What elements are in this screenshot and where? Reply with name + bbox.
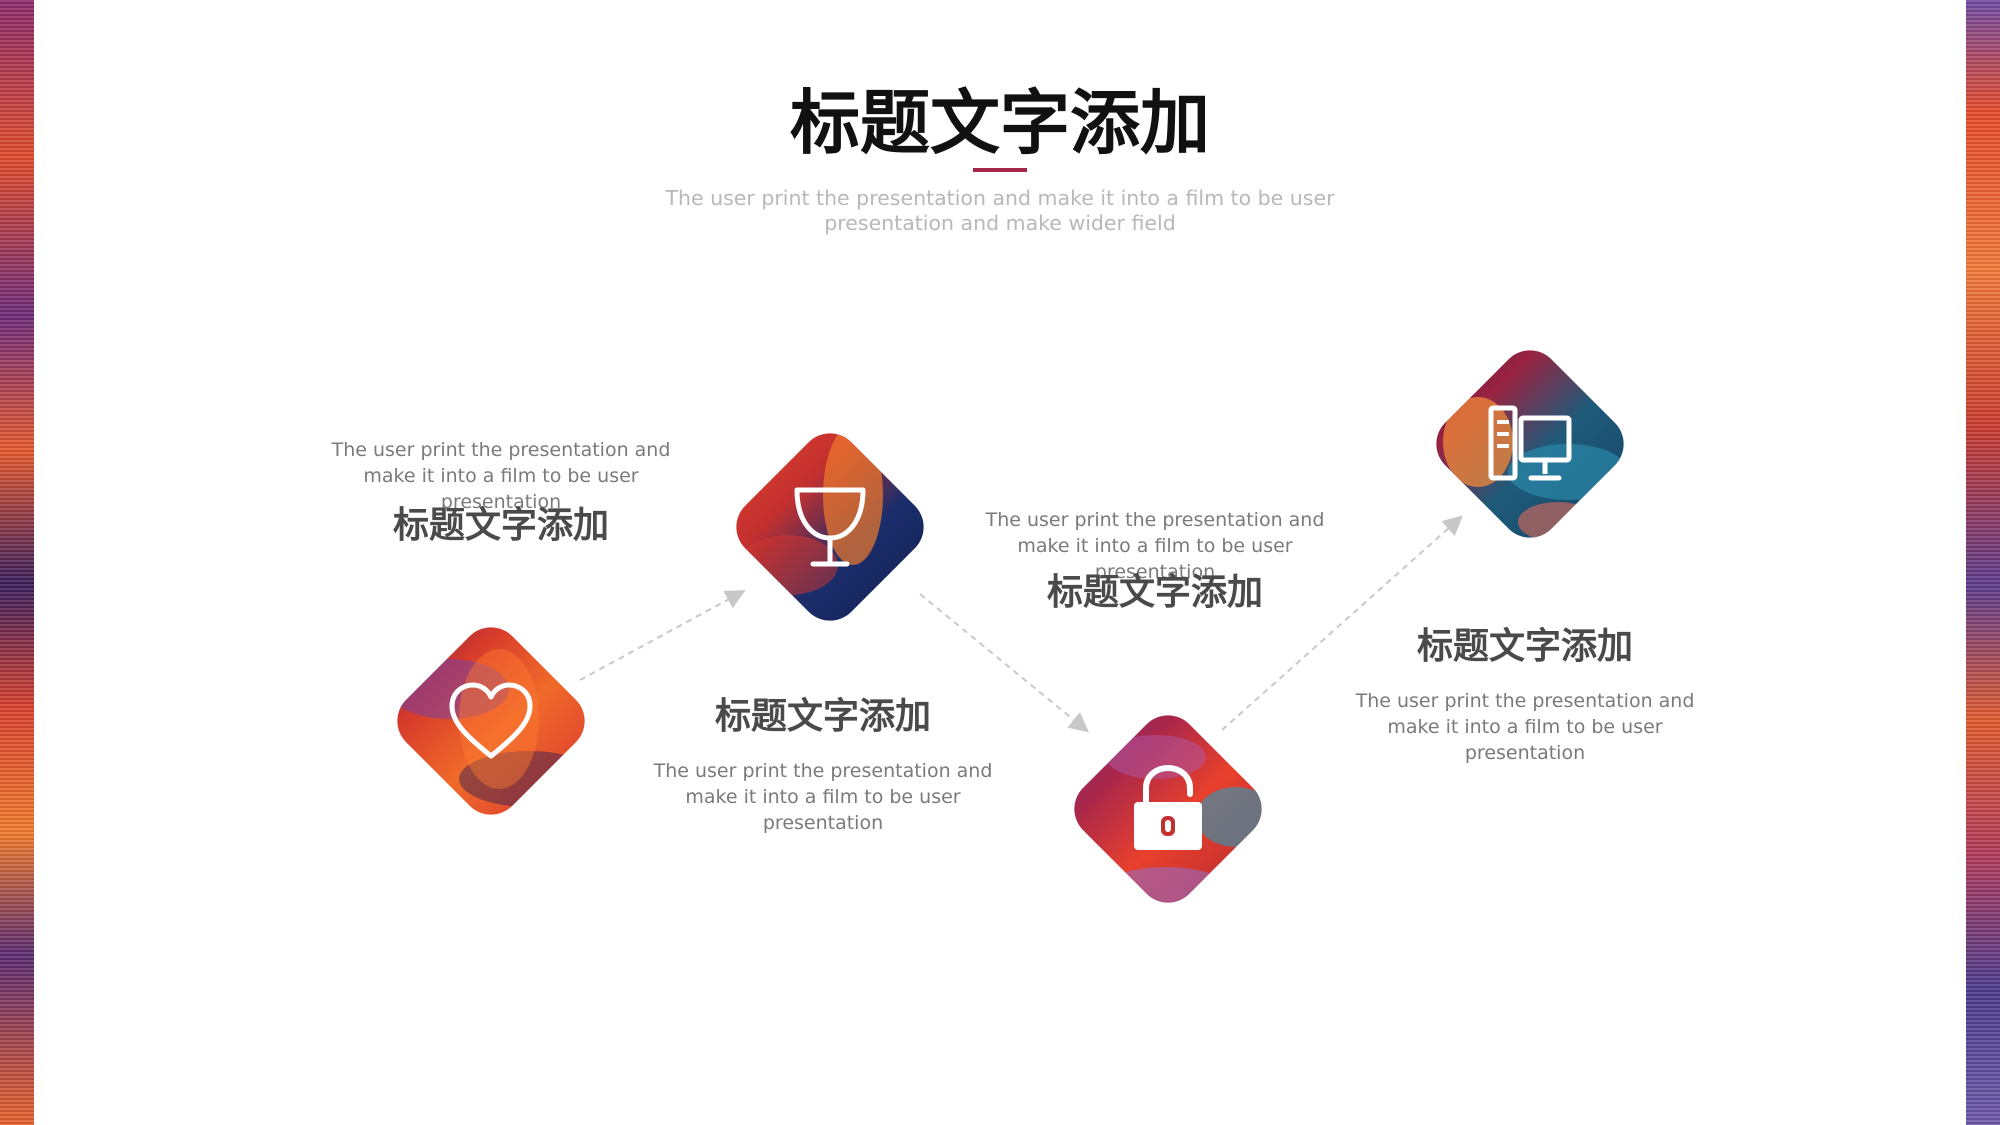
step-3-description: The user print the presentation and make… (985, 509, 1325, 583)
trophy-icon (718, 415, 942, 639)
step-4-tile (1418, 332, 1642, 556)
page-subtitle: The user print the presentation and make… (665, 186, 1335, 235)
connector-arrow-3 (1221, 515, 1463, 731)
left-decorative-strip (0, 0, 34, 1125)
connector-arrow-1 (579, 590, 746, 681)
step-1-heading: 标题文字添加 (392, 505, 609, 546)
step-4-heading: 标题文字添加 (1416, 626, 1633, 667)
step-2-description: The user print the presentation and make… (653, 760, 993, 834)
step-3-tile (1056, 697, 1280, 921)
lock-icon (1056, 697, 1280, 921)
title-underline (973, 168, 1027, 172)
connector-arrow-2 (919, 593, 1090, 733)
step-4-description: The user print the presentation and make… (1355, 690, 1695, 764)
step-3-heading: 标题文字添加 (1046, 572, 1263, 613)
step-2-heading: 标题文字添加 (714, 696, 931, 737)
step-1-tile (379, 609, 603, 833)
step-1-description: The user print the presentation and make… (331, 439, 671, 513)
step-2-tile (718, 415, 942, 639)
right-decorative-strip (1966, 0, 2000, 1125)
page-title: 标题文字添加 (790, 82, 1210, 164)
computer-icon (1418, 332, 1642, 556)
heart-icon (379, 609, 603, 833)
